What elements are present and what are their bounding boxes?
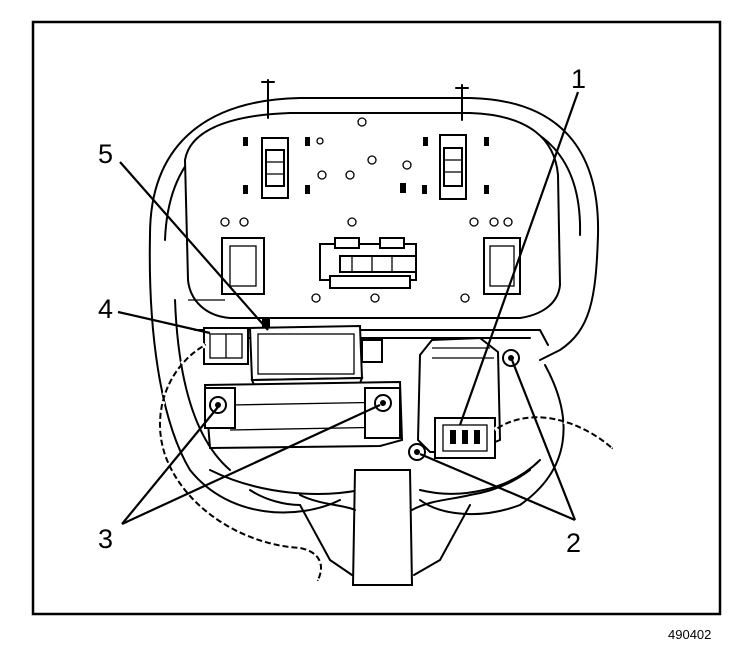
- module-connector: [203, 327, 249, 365]
- wiring-harness: [157, 342, 614, 582]
- receiver-screw-bottom: [408, 443, 426, 461]
- bracket-screw-right: [374, 394, 392, 412]
- upper-circuit-plate: [183, 79, 562, 319]
- callout-4: 4: [98, 294, 113, 324]
- module-box: [248, 318, 383, 392]
- console-housing: [148, 97, 600, 515]
- leader-lines: [117, 91, 580, 525]
- bracket-screw-left: [209, 396, 227, 414]
- center-mount: [249, 469, 531, 586]
- mounting-bracket: [203, 380, 404, 450]
- callout-1: 1: [571, 64, 586, 94]
- callout-5: 5: [98, 139, 113, 169]
- harness-connector: [434, 417, 496, 459]
- figure-border: [31, 20, 722, 616]
- receiver-screw-top: [502, 349, 520, 367]
- callout-3: 3: [98, 524, 113, 554]
- callout-2: 2: [566, 528, 581, 558]
- figure-id: 490402: [668, 627, 711, 642]
